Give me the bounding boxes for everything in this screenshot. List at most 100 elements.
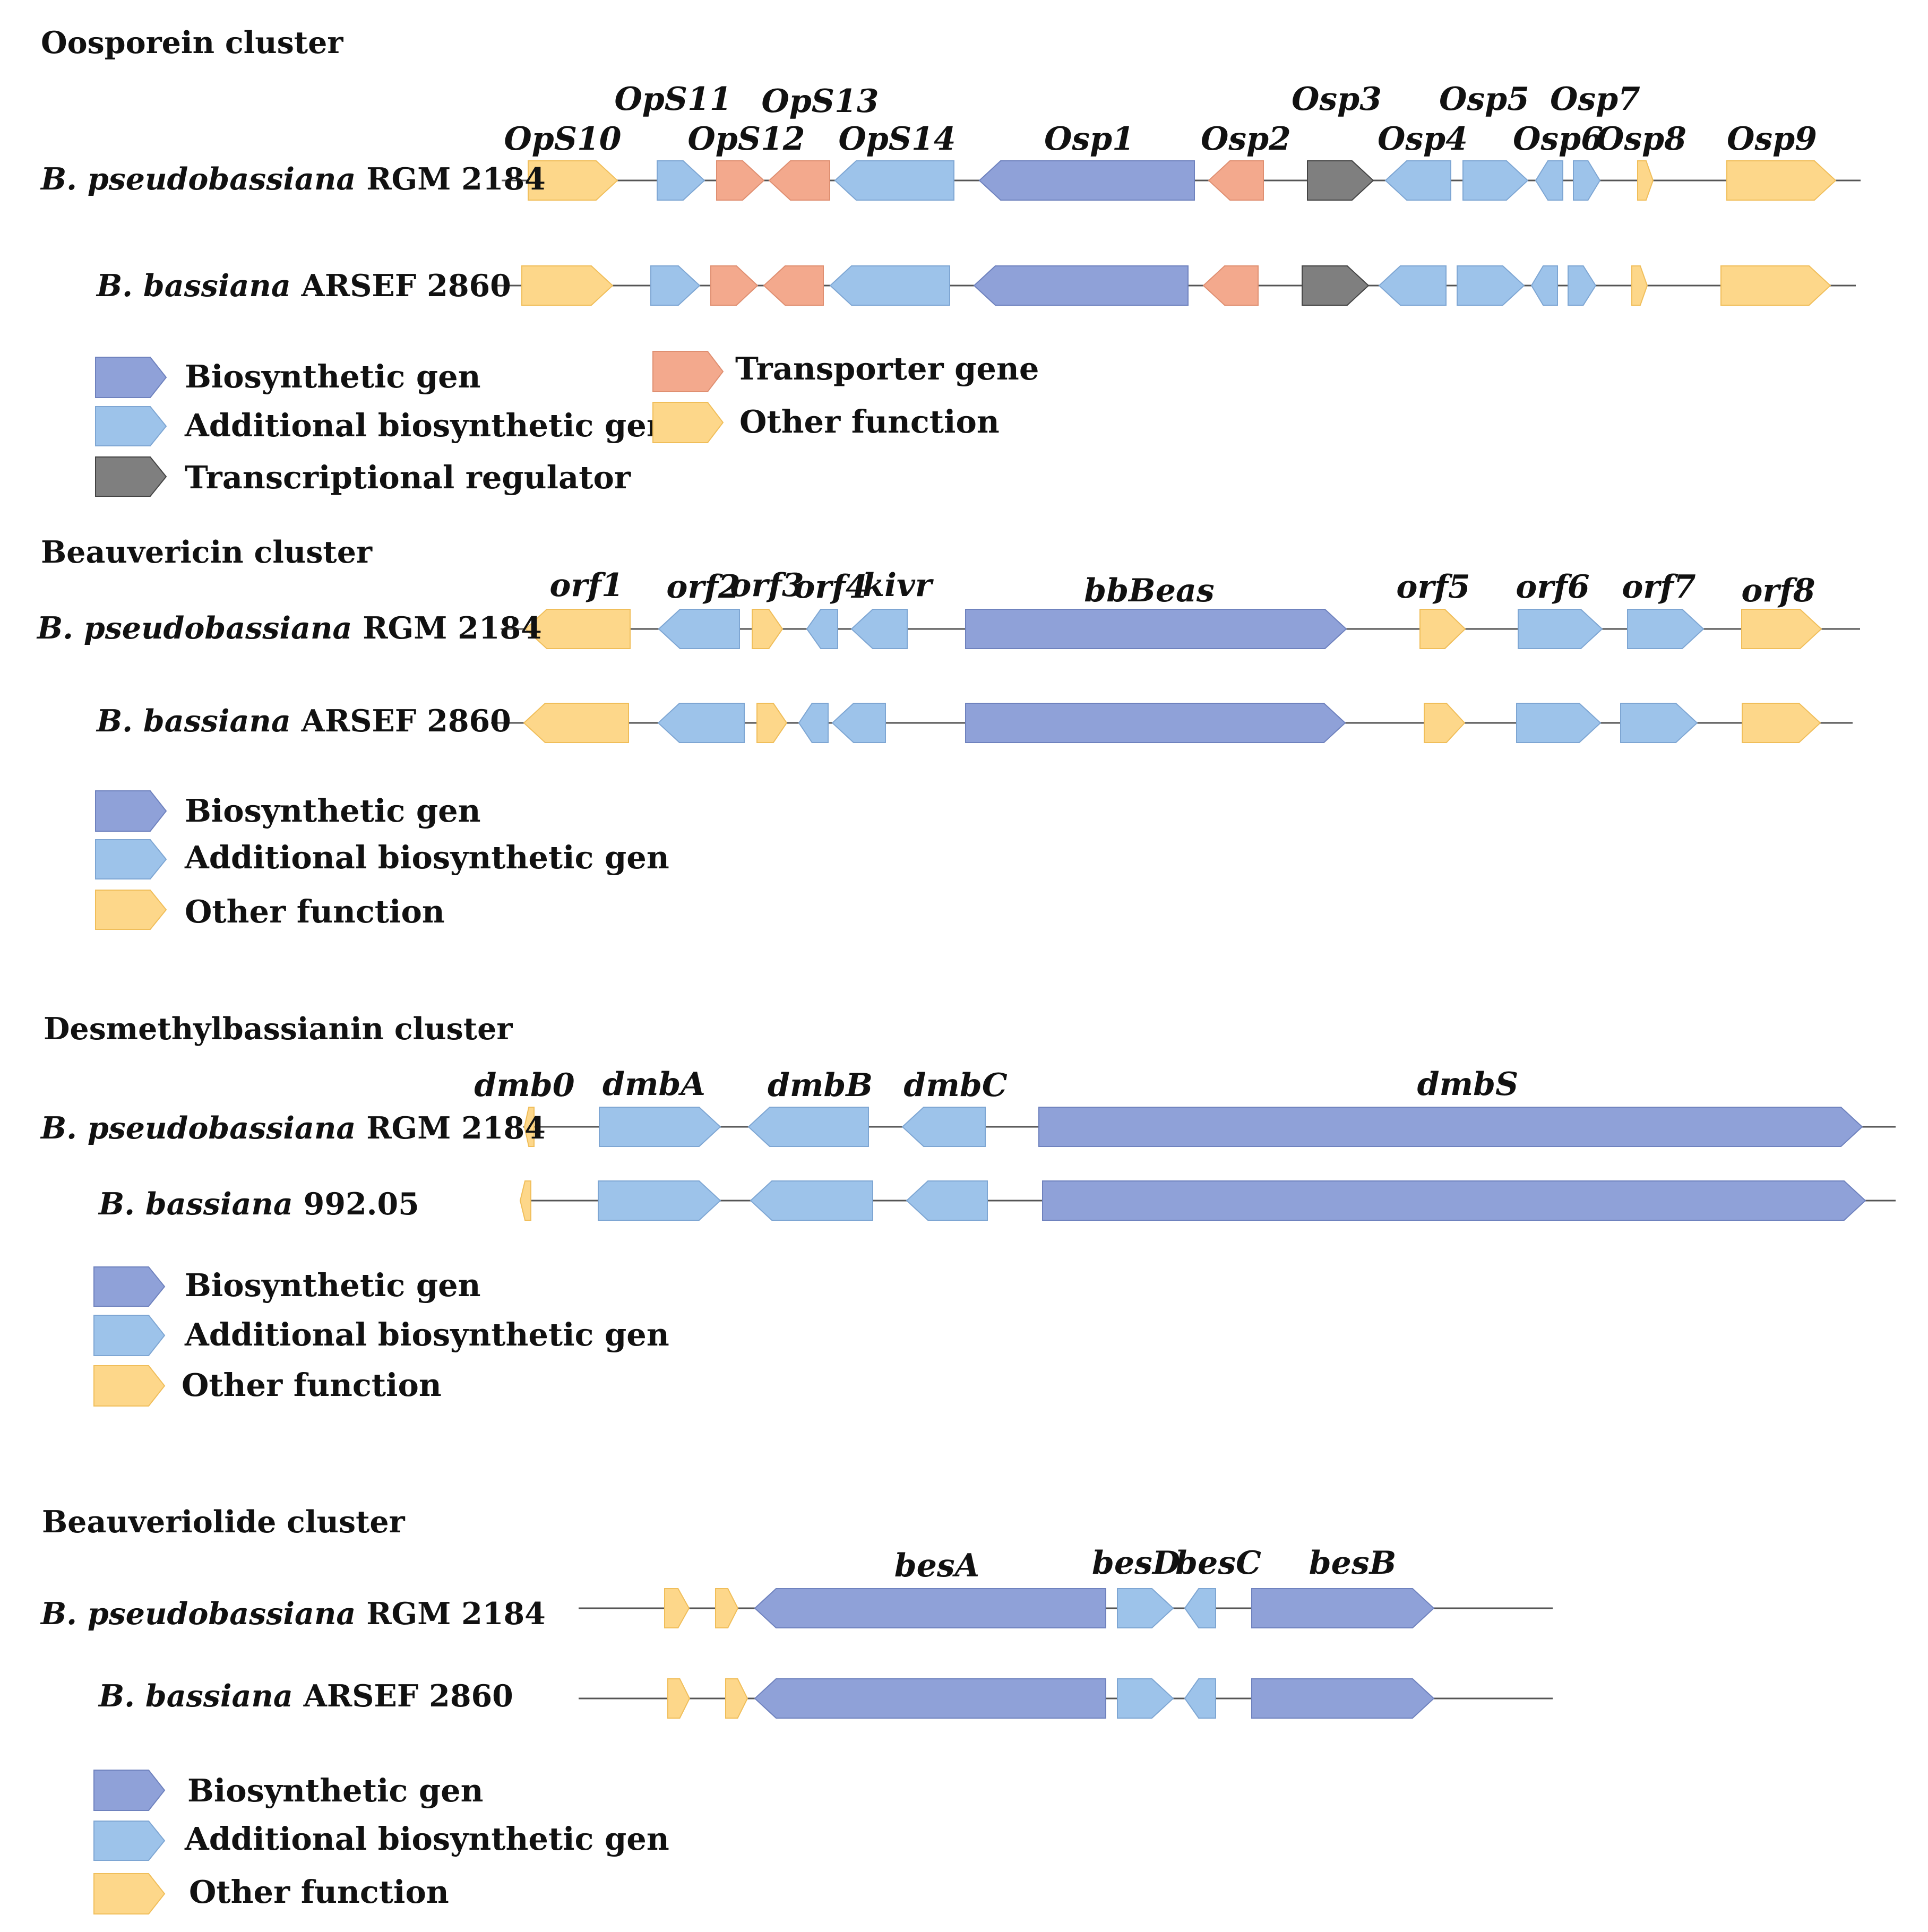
gene-arrow-orf-b: [725, 1678, 748, 1719]
legend-swatch-other: [93, 1873, 166, 1914]
gene-label-osp2: Osp2: [1201, 120, 1291, 158]
gene-arrow-osp1: [978, 160, 1195, 201]
gene-label-ops14: OpS14: [838, 120, 956, 158]
gene-arrow-besb: [1251, 1678, 1435, 1719]
gene-arrow-besc: [1184, 1588, 1216, 1628]
gene-arrow-orf7: [1627, 609, 1705, 649]
gene-arrow-ops14: [829, 265, 950, 306]
gene-arrow-kivr: [831, 703, 886, 743]
gene-arrow-ops10: [521, 265, 614, 306]
gene-arrow-osp3: [1302, 265, 1370, 306]
gene-arrow-osp7: [1573, 160, 1601, 201]
gene-arrow-bbbeas: [965, 609, 1347, 649]
gene-label-dmbb: dmbB: [768, 1067, 873, 1104]
legend-label-additional: Additional biosynthetic gen: [184, 839, 669, 876]
gene-label-dmbc: dmbC: [903, 1067, 1007, 1104]
gene-label-orf2: orf2: [666, 568, 740, 606]
gene-arrow-osp5: [1457, 265, 1525, 306]
gene-arrow-orf-a: [664, 1588, 690, 1628]
legend-label-additional: Additional biosynthetic gen: [184, 1316, 669, 1353]
gene-arrow-besd: [1117, 1678, 1174, 1719]
gene-label-dmba: dmbA: [602, 1066, 705, 1103]
gene-label-osp7: Osp7: [1550, 81, 1640, 118]
gene-arrow-dmbc: [906, 1180, 988, 1221]
gene-arrow-osp1: [973, 265, 1189, 306]
legend-oosporein: Biosynthetic gen Additional biosynthetic…: [95, 350, 1039, 497]
gene-arrow-dmba: [599, 1107, 721, 1147]
gene-label-orf4: orf4: [794, 568, 867, 606]
legend-label-additional: Additional biosynthetic gen: [184, 407, 669, 444]
gene-arrow-ops10: [528, 160, 618, 201]
legend-desmethylbassianin: Biosynthetic gen Additional biosynthetic…: [93, 1266, 669, 1407]
gene-arrow-dmb0: [519, 1180, 531, 1221]
gene-arrow-bbbeas: [965, 703, 1346, 743]
gene-arrow-orf7: [1620, 703, 1698, 743]
gene-arrow-osp9: [1726, 160, 1837, 201]
gene-arrow-ops11: [657, 160, 705, 201]
gene-arrow-dmb0: [523, 1107, 535, 1147]
species-label-beauvericin-2: B. bassiana ARSEF 2860: [96, 703, 511, 739]
species-label-desmethylbassianin-1: B. pseudobassiana RGM 2184: [40, 1110, 546, 1146]
gene-label-osp1: Osp1: [1044, 120, 1134, 158]
gene-label-besb: besB: [1309, 1545, 1397, 1582]
gene-label-kivr: kivr: [863, 567, 934, 604]
gene-arrow-orf2: [658, 609, 740, 649]
gene-label-osp3: Osp3: [1292, 81, 1382, 118]
species-label-beauveriolide-2: B. bassiana ARSEF 2860: [98, 1678, 513, 1714]
gene-arrow-besc: [1184, 1678, 1216, 1719]
cluster-title-desmethylbassianin: Desmethylbassianin cluster: [44, 1011, 513, 1047]
cluster-title-oosporein: Oosporein cluster: [41, 25, 343, 61]
legend-label-other: Other function: [182, 1367, 442, 1403]
gene-arrow-orf6: [1518, 609, 1603, 649]
gene-arrow-orf1: [524, 609, 631, 649]
cluster-title-beauveriolide: Beauveriolide cluster: [42, 1504, 406, 1540]
gene-arrow-orf3: [756, 703, 788, 743]
gene-arrow-orf5: [1424, 703, 1466, 743]
gene-label-ops10: OpS10: [504, 120, 621, 158]
gene-arrow-osp4: [1384, 160, 1451, 201]
gene-arrow-dmbb: [747, 1107, 869, 1147]
gene-arrow-osp9: [1720, 265, 1831, 306]
gene-arrow-orf8: [1741, 609, 1822, 649]
legend-swatch-regulator: [95, 456, 167, 497]
gene-arrow-orf6: [1516, 703, 1602, 743]
gene-label-orf3: orf3: [730, 567, 804, 604]
legend-swatch-additional: [95, 839, 167, 879]
gene-label-besc: besC: [1175, 1545, 1261, 1582]
gene-arrow-ops13: [763, 265, 824, 306]
gene-arrow-orf3: [752, 609, 784, 649]
gene-arrows-layer: [491, 160, 1896, 1719]
species-label-desmethylbassianin-2: B. bassiana 992.05: [98, 1186, 419, 1222]
gene-label-orf8: orf8: [1741, 572, 1815, 609]
gene-arrow-orf8: [1742, 703, 1821, 743]
gene-arrow-ops14: [834, 160, 954, 201]
gene-arrow-orf5: [1419, 609, 1466, 649]
gene-arrow-osp2: [1202, 265, 1259, 306]
legend-swatch-transporter: [652, 351, 724, 392]
gene-label-orf5: orf5: [1396, 568, 1470, 606]
legend-swatch-other: [93, 1365, 166, 1407]
gene-arrow-besa: [754, 1588, 1106, 1628]
gene-arrow-ops11: [650, 265, 701, 306]
gene-arrow-dmba: [598, 1180, 721, 1221]
gene-arrow-besb: [1251, 1588, 1435, 1628]
gene-arrow-osp5: [1462, 160, 1529, 201]
gene-arrow-osp8: [1631, 265, 1648, 306]
gene-label-osp6: Osp6: [1513, 120, 1603, 158]
gene-arrow-dmbs: [1042, 1180, 1866, 1221]
gene-label-dmb0: dmb0: [474, 1067, 574, 1104]
gene-arrow-osp4: [1378, 265, 1447, 306]
gene-label-osp9: Osp9: [1727, 120, 1817, 158]
gene-arrow-osp2: [1208, 160, 1264, 201]
legend-swatch-biosynthetic: [95, 357, 167, 398]
gene-label-ops13: OpS13: [761, 83, 879, 120]
gene-arrow-osp7: [1568, 265, 1597, 306]
legend-swatch-biosynthetic: [93, 1266, 166, 1307]
gene-label-orf1: orf1: [549, 567, 623, 604]
legend-label-other: Other function: [739, 403, 1000, 440]
gene-arrow-osp3: [1307, 160, 1374, 201]
gene-arrow-osp8: [1637, 160, 1654, 201]
species-label-oosporein-2: B. bassiana ARSEF 2860: [96, 268, 511, 304]
gene-label-bbbeas: bbBeas: [1084, 572, 1214, 609]
